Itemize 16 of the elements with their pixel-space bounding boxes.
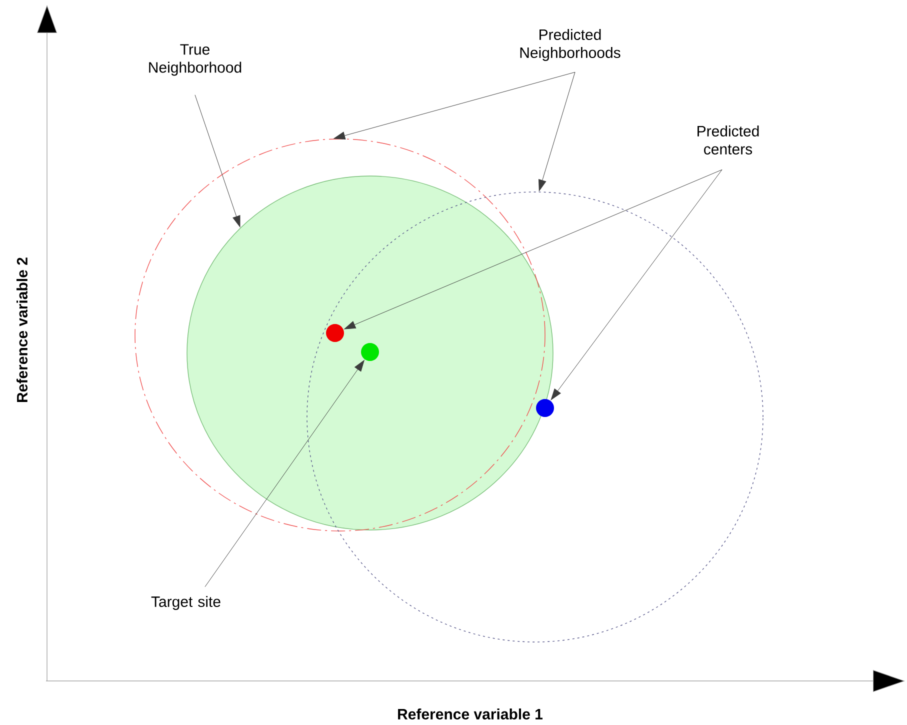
callout-text: True Neighborhood — [149, 44, 242, 76]
callout-text: Predicted centers — [698, 125, 759, 154]
axis-label: Reference variable 2 — [16, 258, 28, 402]
predicted-center-dot — [326, 324, 344, 342]
predicted-neighborhood-circle — [306, 192, 764, 642]
leader-arrow — [538, 72, 576, 192]
predicted-neighborhood-circle — [134, 138, 546, 532]
callout-text: Target site — [151, 596, 220, 610]
leader-arrow — [334, 72, 576, 140]
leader-arrow — [194, 94, 240, 228]
target-site-dot — [361, 342, 379, 361]
leader-arrow — [550, 169, 722, 400]
callout-text: Predicted Neighborhoods — [520, 29, 620, 61]
leader-arrow — [344, 169, 722, 330]
leader-arrow — [204, 360, 364, 588]
axis-label: Reference variable 1 — [398, 708, 543, 720]
